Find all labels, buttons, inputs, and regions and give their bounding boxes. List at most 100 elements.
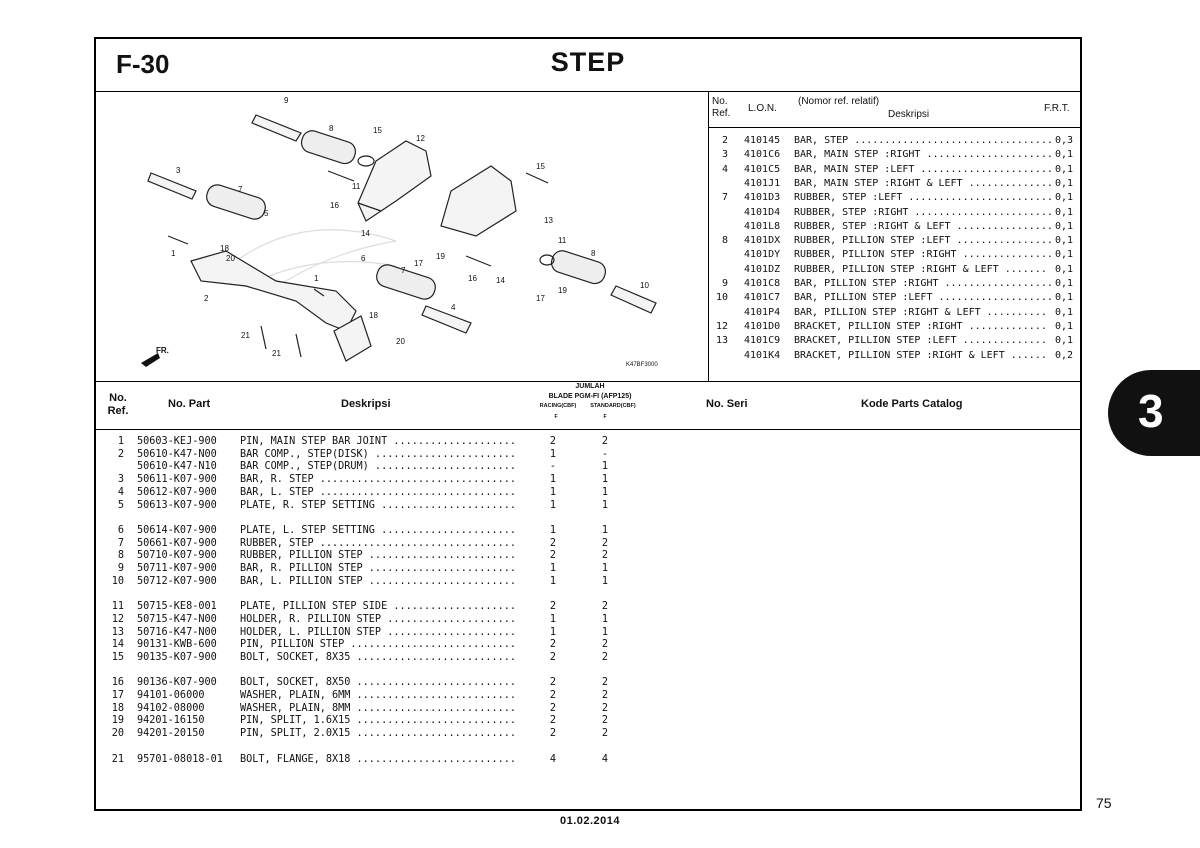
qty-standard: - [601, 448, 609, 460]
lon-code: 4101C7 [744, 292, 781, 304]
part-desc: PLATE, R. STEP SETTING .................… [240, 499, 517, 511]
part-number: 50716-K47-N00 [137, 626, 217, 638]
part-desc: PIN, MAIN STEP BAR JOINT ...............… [240, 436, 517, 447]
part-number: 50610-K47-N00 [137, 448, 217, 460]
part-ref: 10 [111, 575, 124, 587]
part-number: 50711-K07-900 [137, 563, 217, 574]
qty-standard: 1 [601, 461, 609, 473]
part-number: 90135-K07-900 [137, 651, 217, 663]
qty-standard: 1 [601, 524, 609, 536]
parts-row: 7 50661-K07-900 RUBBER, STEP .............… [96, 538, 1080, 551]
qty-racing: 1 [549, 474, 557, 486]
parts-header-f-racing: F [554, 414, 558, 420]
lon-desc: BRACKET, PILLION STEP :RIGHT & LEFT ....… [794, 349, 1047, 361]
lon-code: 4101J1 [744, 177, 781, 189]
part-desc: BOLT, SOCKET, 8X50 .....................… [240, 677, 517, 689]
page-frame: F-30 STEP [94, 37, 1082, 811]
part-desc: PIN, PILLION STEP ......................… [240, 639, 517, 651]
lon-code: 4101DY [744, 249, 781, 261]
lon-desc: BAR, PILLION STEP :RIGHT ...............… [794, 278, 1053, 289]
part-number: 94201-16150 [137, 715, 205, 727]
qty-racing: 1 [549, 486, 557, 498]
part-ref: 9 [117, 563, 124, 574]
qty-racing: 1 [549, 613, 557, 625]
svg-text:21: 21 [272, 349, 281, 358]
lon-ref: 8 [721, 235, 728, 247]
part-number: 50661-K07-900 [137, 537, 217, 549]
part-ref: 7 [117, 537, 124, 549]
page-number: 75 [1096, 795, 1112, 811]
qty-racing: 2 [549, 601, 557, 613]
part-number: 90131-KWB-600 [137, 639, 217, 651]
qty-standard: 2 [601, 715, 609, 727]
lon-code: 4101D4 [744, 206, 781, 218]
lon-code: 4101DZ [744, 263, 781, 275]
part-ref: 5 [117, 499, 124, 511]
lon-frt: 0,1 [1055, 249, 1074, 261]
qty-racing: 1 [549, 626, 557, 638]
part-desc: BOLT, FLANGE, 8X18 .....................… [240, 753, 517, 765]
svg-text:11: 11 [352, 182, 361, 191]
page-title: STEP [550, 47, 626, 77]
part-number: 50712-K07-900 [137, 575, 217, 587]
qty-standard: 2 [601, 728, 609, 740]
qty-racing: 2 [549, 550, 557, 562]
lon-frt: 0,1 [1055, 320, 1074, 332]
qty-standard: 2 [601, 537, 609, 549]
qty-standard: 2 [601, 550, 609, 562]
lon-desc: RUBBER, STEP :RIGHT ....................… [794, 206, 1053, 218]
svg-text:2: 2 [204, 294, 209, 303]
horizontal-divider [96, 381, 1080, 382]
svg-text:10: 10 [640, 281, 649, 290]
lon-header-lon: L.O.N. [748, 103, 777, 114]
svg-text:20: 20 [226, 254, 235, 263]
lon-desc: RUBBER, PILLION STEP :LEFT .............… [794, 235, 1053, 247]
parts-header-no-seri: No. Seri [706, 398, 748, 410]
svg-text:21: 21 [241, 331, 250, 340]
qty-standard: 4 [601, 753, 609, 765]
svg-text:19: 19 [558, 286, 567, 295]
qty-standard: 2 [601, 639, 609, 651]
part-desc: PLATE, PILLION STEP SIDE ...............… [240, 601, 517, 613]
svg-text:16: 16 [330, 201, 339, 210]
part-ref: 15 [111, 651, 124, 663]
figure-code: K47BF3000 [626, 362, 658, 368]
lon-ref: 13 [715, 335, 728, 347]
qty-racing: 1 [549, 448, 557, 460]
qty-standard: 2 [601, 690, 609, 701]
lon-desc: BAR, MAIN STEP :RIGHT ..................… [794, 149, 1053, 161]
part-ref: 11 [111, 601, 124, 613]
svg-text:19: 19 [436, 252, 445, 261]
qty-standard: 1 [601, 575, 609, 587]
qty-standard: 1 [601, 613, 609, 625]
section-tab-number: 3 [1138, 385, 1164, 437]
svg-text:14: 14 [496, 276, 505, 285]
lon-header-no-ref: No. Ref. [712, 96, 731, 119]
part-desc: RUBBER, STEP ...........................… [240, 537, 517, 549]
lon-frt: 0,2 [1055, 349, 1074, 361]
part-ref: 8 [117, 550, 124, 562]
part-number: 50612-K07-900 [137, 486, 217, 498]
lon-frt: 0,1 [1055, 206, 1074, 218]
parts-header-standard: STANDARD(CBF) [590, 403, 636, 409]
parts-header-racing: RACING(CBF) [539, 403, 577, 409]
part-desc: PLATE, L. STEP SETTING .................… [240, 524, 517, 536]
svg-text:17: 17 [536, 294, 545, 303]
part-number: 50603-KEJ-900 [137, 436, 217, 447]
qty-racing: 4 [549, 753, 557, 765]
qty-racing: 2 [549, 715, 557, 727]
lon-frt: 0,1 [1055, 335, 1074, 347]
section-tab: 3 [1108, 370, 1200, 456]
lon-frt: 0,1 [1055, 177, 1074, 189]
part-ref: 19 [111, 715, 124, 727]
parts-header-model: BLADE PGM-FI (AFP125) [548, 393, 632, 400]
